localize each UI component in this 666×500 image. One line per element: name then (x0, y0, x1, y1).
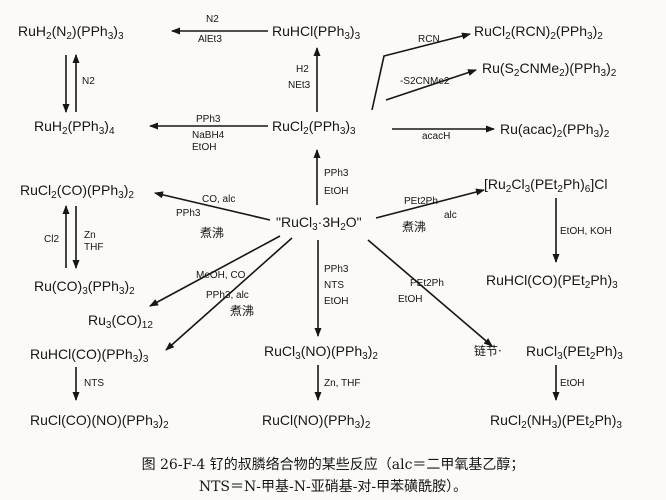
arrow-rucl2-to-rcn (371, 32, 471, 111)
arrow-rucl3-to-ruhclco (165, 237, 293, 351)
compound-rucl2nh3pet2ph3: RuCl2(NH3)(PEt2Ph)3 (490, 412, 622, 431)
label-boil-a: 煮沸 (200, 226, 225, 240)
compound-ruhclpph33: RuHCl(PPh3)3 (272, 23, 361, 42)
label-nts-a: NTS (324, 280, 344, 291)
compound-rucl3nopph32: RuCl3(NO)(PPh3)2 (264, 343, 378, 362)
arrow-rucl3-to-ru3co12 (149, 235, 281, 307)
label-nabh4: NaBH4 (192, 130, 225, 141)
label-boil-b: 煮沸 (402, 220, 427, 234)
arrow-rucl3-to-ru2cl3 (375, 188, 485, 219)
compound-rucl3pet2ph3: RuCl3(PEt2Ph)3 (526, 343, 623, 362)
arrow-rucl3-to-rucl2co (154, 191, 271, 221)
label-alet3: AlEt3 (198, 34, 222, 45)
compound-ruh2pph34: RuH2(PPh3)4 (34, 118, 115, 137)
label-cl2: Cl2 (44, 234, 60, 245)
label-h2: H2 (296, 64, 309, 75)
label-reflux: 链节· (474, 344, 502, 358)
label-zn-thf: Zn, THF (324, 378, 361, 389)
compound-ruhclcopph33: RuHCl(CO)(PPh3)3 (30, 346, 149, 365)
label-alc-a: alc (444, 210, 457, 221)
label-pph3-c: PPh3 (176, 208, 201, 219)
label-etoh-d: EtOH (324, 296, 349, 307)
label-etoh-a: EtOH (192, 142, 217, 153)
label-pet2ph-a: PEt2Ph (404, 196, 438, 207)
label-etoh-e: EtOH (398, 294, 423, 305)
label-acach: acacH (422, 131, 451, 142)
compound-ruh2n2pph33: RuH2(N2)(PPh3)3 (18, 23, 124, 42)
compound-ru3co12: Ru3(CO)12 (88, 312, 153, 331)
reaction-arrows (62, 27, 560, 401)
caption-line-1: 图 26-F-4 钌的叔膦络合物的某些反应（alc＝二甲氧基乙醇； (141, 457, 525, 473)
compound-rucl2copph32: RuCl2(CO)(PPh3)2 (20, 182, 134, 201)
label-co-alc: CO, alc (202, 194, 236, 205)
label-meoh-co: MeOH, CO (196, 270, 246, 281)
label-s2cnme2: -S2CNMe2 (400, 76, 450, 87)
label-pph3-alc: PPh3, alc (206, 290, 249, 301)
label-rcn: RCN (418, 34, 440, 45)
compound-ruhclcopet2ph3: RuHCl(CO)(PEt2Ph)3 (486, 272, 618, 291)
label-boil-c: 煮沸 (230, 304, 255, 318)
label-n2-side: N2 (82, 76, 95, 87)
compound-rucl2pph33: RuCl2(PPh3)3 (272, 118, 356, 137)
label-net3: NEt3 (288, 80, 311, 91)
compound-ruacac2pph32: Ru(acac)2(PPh3)2 (500, 121, 610, 140)
compound-ruclnopph32: RuCl(NO)(PPh3)2 (262, 412, 371, 431)
label-etoh-f: EtOH (560, 378, 585, 389)
label-pph3-b: PPh3 (324, 168, 349, 179)
compound-rucl2rcn2pph32: RuCl2(RCN)2(PPh3)2 (474, 23, 603, 42)
label-pph3-d: PPh3 (324, 264, 349, 275)
compound-ruco3pph32: Ru(CO)3(PPh3)2 (34, 278, 135, 297)
label-n2-top: N2 (206, 14, 219, 25)
arrow-rucl2-to-s2cnme2 (385, 69, 477, 101)
compound-rucl3-3h2o: "RuCl3·3H2O" (276, 214, 362, 233)
compound-ru2cl3pet2ph6cl: [Ru2Cl3(PEt2Ph)6]Cl (484, 176, 608, 195)
label-pet2ph-b: PEt2Ph (410, 278, 444, 289)
label-etoh-koh: EtOH, KOH (560, 226, 612, 237)
arrow-rucl3-to-rucl3pet (367, 239, 493, 347)
label-thf-a: THF (84, 242, 104, 253)
label-pph3-a: PPh3 (196, 114, 221, 125)
label-etoh-b: EtOH (324, 186, 349, 197)
label-zn: Zn (84, 230, 96, 241)
caption-line-2: NTS＝N-甲基-N-亚硝基-对-甲苯磺酰胺）。 (198, 479, 468, 495)
label-nts-b: NTS (84, 378, 104, 389)
compound-ruclconopph32: RuCl(CO)(NO)(PPh3)2 (30, 412, 169, 431)
compound-rus2cnme2pph32: Ru(S2CNMe2)(PPh3)2 (482, 60, 617, 79)
reaction-scheme: RuH2(N2)(PPh3)3 RuHCl(PPh3)3 RuCl2(RCN)2… (18, 14, 623, 431)
